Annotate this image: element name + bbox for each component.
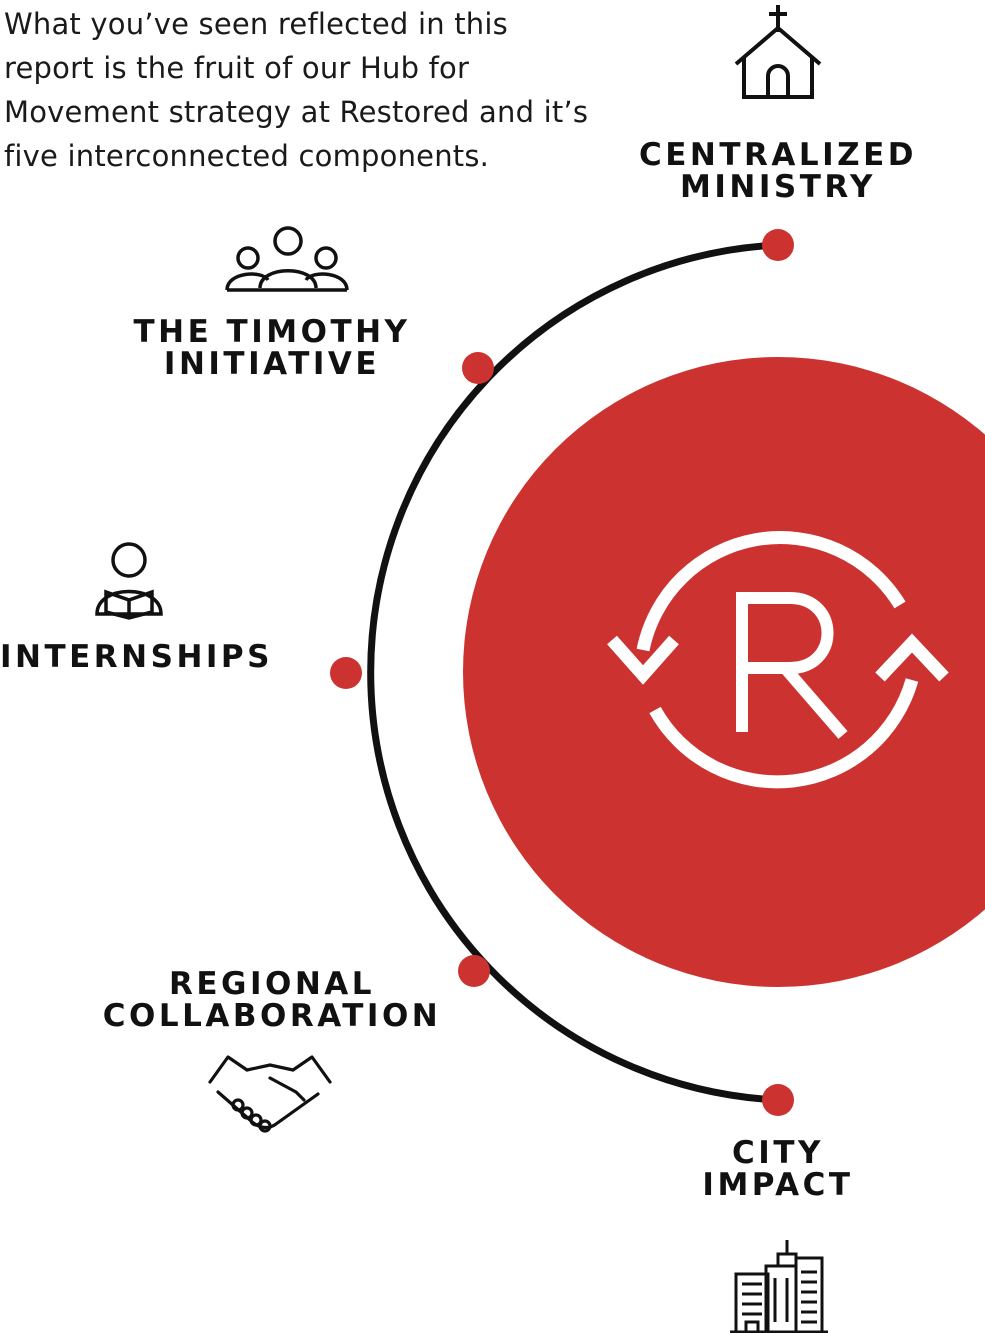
group-of-people-icon [225,226,349,292]
label-line: REGIONAL [168,966,376,1002]
node-dot-regional-collaboration [458,955,490,987]
node-dot-internships [330,657,362,689]
label-line: INTERNSHIPS [0,639,273,675]
label-timothy-initiative: THE TIMOTHY INITIATIVE [122,316,422,380]
label-city-impact: CITY IMPACT [628,1137,928,1201]
label-line: MINISTRY [680,169,876,205]
label-line: CENTRALIZED [638,137,918,173]
handshake-icon [208,1055,332,1133]
intro-paragraph: What you’ve seen reflected in this repor… [4,7,589,173]
city-buildings-icon [730,1240,828,1333]
circular-arrows-r-logo-icon [607,531,949,789]
label-line: IMPACT [702,1167,854,1203]
connector-arc [367,241,779,1104]
person-reading-book-icon [95,542,163,620]
label-centralized-ministry: CENTRALIZED MINISTRY [628,139,928,203]
label-line: CITY [732,1135,824,1171]
hub-circle [463,357,985,987]
node-dot-timothy-initiative [462,352,494,384]
node-dot-centralized-ministry [762,229,794,261]
church-icon [734,5,822,99]
label-regional-collaboration: REGIONAL COLLABORATION [102,968,442,1032]
label-line: THE TIMOTHY [133,314,411,350]
label-internships: INTERNSHIPS [0,639,273,675]
node-dot-city-impact [762,1084,794,1116]
label-line: COLLABORATION [102,998,442,1034]
label-line: INITIATIVE [163,346,381,382]
